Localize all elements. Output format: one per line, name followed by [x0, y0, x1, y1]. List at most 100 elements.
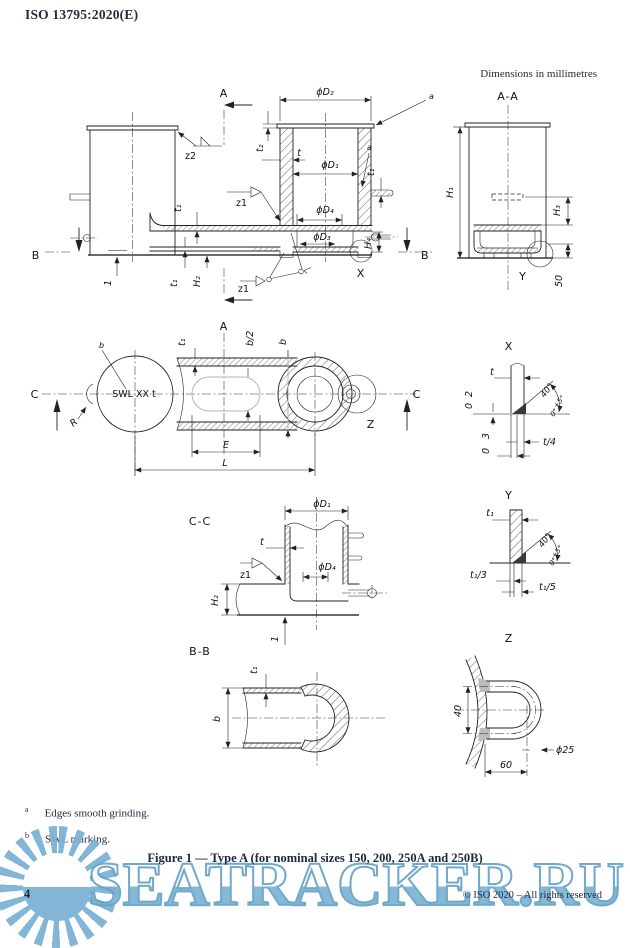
weld-z2-label: z2: [185, 151, 196, 162]
section-bb-view: B-B t₁ b: [189, 645, 387, 768]
dim-phi-d1-front: ϕD₁: [321, 160, 339, 171]
detail-x-title: X: [505, 340, 514, 353]
dim-t1-bb: t₁: [249, 666, 260, 674]
dim-t1-rung: t₁: [366, 168, 377, 176]
detail-z-dimensions: 40 60 ϕ25: [453, 686, 574, 777]
dim-root-face: 3: [481, 433, 492, 439]
dim-gap-1-cc: 1: [270, 636, 281, 642]
dim-h1: H₁: [445, 187, 456, 198]
footnote-a-text: Edges smooth grinding.: [44, 807, 150, 820]
technical-drawing: Dimensions in millimetres z2: [31, 68, 597, 777]
cut-b-left-label: B: [32, 249, 41, 262]
figure-caption: Figure 1 — Type A (for nominal sizes 150…: [147, 851, 483, 865]
detail-x-ref-label: X: [357, 267, 366, 280]
dim-40: 40: [453, 705, 464, 717]
dim-phi-25: ϕ25: [556, 745, 574, 756]
dim-t1-fifth: t₁/5: [539, 582, 556, 593]
page-number: 4: [24, 887, 31, 901]
footnote-a-callout-rung: a: [367, 143, 372, 152]
dim-phi-d3: ϕD₃: [313, 232, 331, 243]
front-view: z2: [32, 87, 434, 333]
dim-50: 50: [554, 275, 565, 287]
cut-c-left-label: C: [31, 388, 40, 401]
dim-angle-tol-plus-x: +5°: [552, 394, 567, 410]
swl-marking-text: SWL XX t: [112, 389, 156, 400]
dim-h4: H₄: [363, 238, 374, 249]
dim-t1-y: t₁: [486, 508, 494, 519]
dim-b-bb: b: [212, 716, 223, 722]
dim-h3: H₃: [552, 205, 563, 216]
dim-t-front: t: [297, 148, 302, 159]
section-cc-title: C-C: [189, 515, 211, 528]
dimensions-note: Dimensions in millimetres: [480, 68, 597, 80]
section-aa-view: A-A H₁ H₃ 50 Y: [445, 90, 573, 292]
dim-root-face-tol: 0: [481, 448, 492, 454]
section-bb-dimensions: t₁ b: [212, 666, 266, 749]
detail-y-indicator: [526, 240, 554, 268]
dim-e: E: [223, 440, 229, 451]
dim-b-half: b/2: [245, 331, 256, 346]
dim-phi-d1-cc: ϕD₁: [313, 499, 331, 510]
detail-x-view: X t 40° +5° 0° 2 0 3 0 t/4: [464, 340, 570, 458]
section-cc-view: C-C ϕD₁ t z1 ϕD₄ H₂ 1: [189, 497, 387, 645]
footnote-a: a Edges smooth grinding.: [25, 799, 149, 825]
watermark-sun-logo: [0, 826, 118, 948]
section-cc-dimensions: ϕD₁ t z1 ϕD₄ H₂ 1: [210, 499, 349, 645]
dim-root-gap-tol: 0: [464, 403, 475, 409]
sun-disc: [23, 853, 91, 921]
detail-y-view: Y t₁ 40° +5° 0° t₁/3 t₁/5: [470, 489, 571, 597]
weld-z1-cc-label: z1: [240, 570, 251, 581]
dim-h2-cc: H₂: [210, 595, 221, 606]
weld-z1-lower-label: z1: [238, 284, 249, 295]
dim-radius-r: R: [68, 417, 80, 430]
weld-symbol-z2: z2: [177, 131, 222, 162]
dim-angle-tol-minus-x: 0°: [549, 407, 560, 418]
weld-z1-upper-label: z1: [236, 198, 247, 209]
front-left-post: [69, 112, 179, 262]
footnote-b-callout: b: [99, 341, 104, 350]
dim-t-quarter: t/4: [543, 437, 556, 448]
cut-a-top-label: A: [220, 87, 229, 100]
watermark: SEATRACKER.RU: [87, 850, 625, 920]
dim-t2: t₂: [255, 144, 266, 152]
front-dimensions: ϕD₂ a t₂ t ϕD₁ ϕD₄ ϕD₃ H₄ t₁ a t₁: [103, 87, 434, 287]
section-cut-marks: A A B B: [32, 87, 432, 333]
detail-y-ref-label: Y: [518, 270, 527, 283]
footnote-a-callout-top: a: [429, 92, 434, 101]
dim-t1-bottom: t₁: [169, 279, 180, 287]
weld-symbol-z1-upper: z1: [227, 186, 281, 222]
cut-a-bottom-label: A: [220, 320, 229, 333]
copyright-notice: © ISO 2020 – All rights reserved: [462, 890, 602, 901]
section-bb-title: B-B: [189, 645, 211, 658]
dim-t1-plan: t₁: [177, 338, 188, 346]
detail-z-view: Z 40 60 ϕ25: [453, 632, 574, 777]
dim-phi-d4-cc: ϕD₄: [318, 562, 336, 573]
plan-dimensions: t₁ b/2 b E L: [134, 331, 316, 476]
dim-phi-d4-front: ϕD₄: [316, 205, 334, 216]
front-right-post-section: [276, 113, 398, 262]
dim-gap-1-front: 1: [103, 280, 114, 286]
dim-angle-tol-minus-y: 0°: [548, 556, 559, 567]
plan-view: C C SWL XX t b R Z t₁ b/2: [31, 331, 422, 476]
footnote-a-marker: a: [25, 805, 29, 814]
cut-c-right-label: C: [413, 388, 422, 401]
dim-60: 60: [500, 760, 512, 771]
dim-phi-d2: ϕD₂: [316, 87, 334, 98]
dim-t1-third: t₁/3: [470, 570, 487, 581]
dim-t1-deck: t₁: [173, 204, 184, 212]
document-header: ISO 13795:2020(E): [25, 7, 139, 22]
watermark-text: SEATRACKER.RU: [88, 851, 624, 919]
iso-document-page: { "page": { "header_title": "ISO 13795:2…: [0, 7, 625, 948]
weld-symbol-z1-lower: z1: [238, 232, 312, 295]
dim-root-gap: 2: [464, 391, 475, 397]
detail-z-title: Z: [505, 632, 514, 645]
dim-angle-x: 40°: [539, 382, 556, 400]
section-aa-title: A-A: [497, 90, 519, 103]
slot-outline: [191, 376, 261, 412]
section-aa-dimensions: H₁ H₃ 50: [445, 126, 573, 287]
dim-b-plan: b: [278, 339, 289, 345]
dim-angle-y: 40°: [537, 532, 554, 550]
detail-x-indicator: [349, 239, 373, 263]
detail-y-title: Y: [504, 489, 513, 502]
cut-b-right-label: B: [421, 249, 430, 262]
